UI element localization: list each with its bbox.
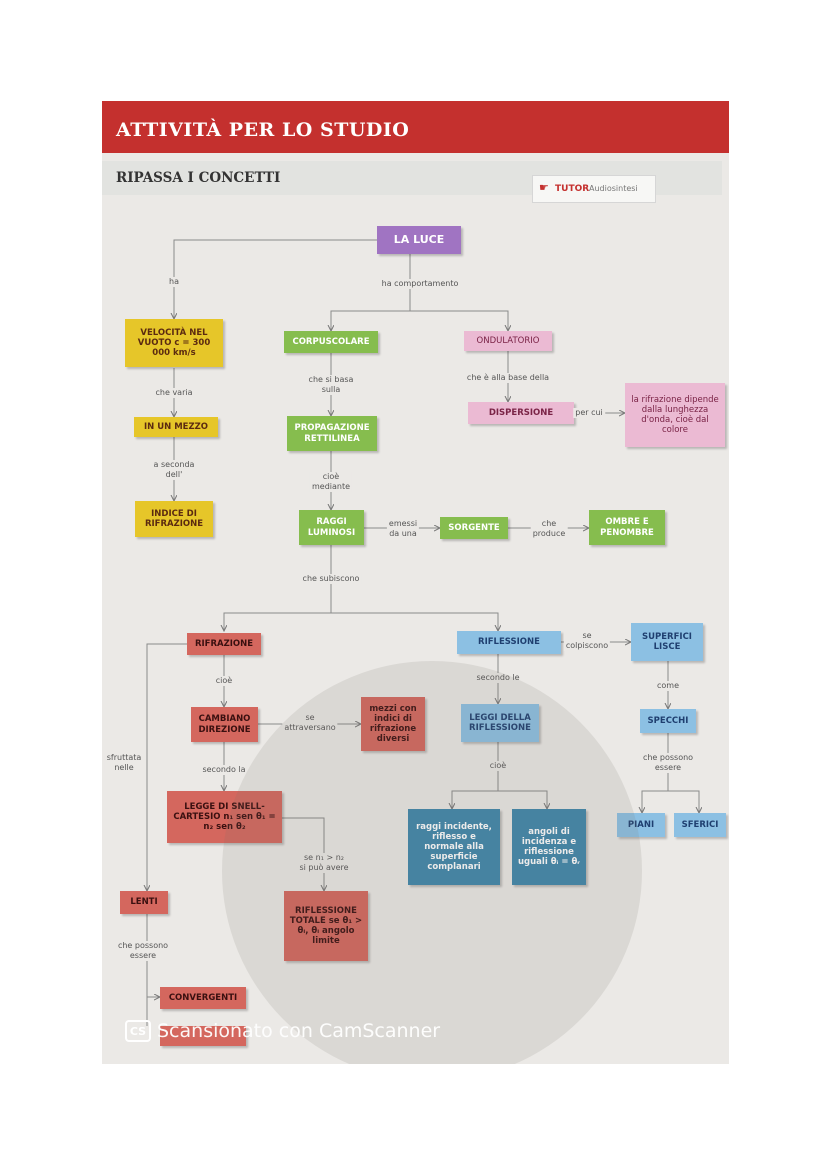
node-piani: PIANI: [617, 813, 665, 837]
node-la-luce: LA LUCE: [377, 226, 461, 254]
section-title: ATTIVITÀ PER LO STUDIO: [116, 119, 410, 141]
link-luce-velocita: [174, 239, 377, 319]
tutor-badge[interactable]: ☛ TUTOR Audiosintesi: [532, 175, 656, 203]
label-cioe-rifrazione: cioè: [213, 676, 235, 686]
node-snell-cartesio: LEGGE DI SNELL-CARTESIO n₁ sen θ₁ = n₂ s…: [167, 791, 282, 843]
node-rifrazione-colore: la rifrazione dipende dalla lunghezza d'…: [625, 383, 725, 447]
subsection-title: RIPASSA I CONCETTI: [116, 170, 281, 186]
label-che-possono-essere-specchi: che possono essere: [640, 753, 696, 773]
link-to-sferici: [668, 790, 699, 813]
node-ombre-penombre: OMBRE E PENOMBRE: [589, 510, 665, 545]
node-sferici: SFERICI: [674, 813, 726, 837]
audio-label: Audiosintesi: [589, 184, 638, 193]
node-lenti: LENTI: [120, 891, 168, 914]
label-che-si-basa: che si basa sulla: [306, 375, 356, 395]
node-velocita: VELOCITÀ NEL VUOTO c = 300 000 km/s: [125, 319, 223, 367]
camscanner-icon: CS: [125, 1020, 151, 1042]
node-riflessione: RIFLESSIONE: [457, 631, 561, 654]
link-rifrazione-lenti: [147, 643, 187, 891]
label-per-cui: per cui: [573, 408, 605, 418]
label-che-varia: che varia: [153, 388, 195, 398]
watermark-text: Scansionato con CamScanner: [157, 1020, 441, 1042]
node-dispersione: DISPERSIONE: [468, 402, 574, 424]
label-a-seconda: a seconda dell': [151, 460, 197, 480]
link-leggi-branch: [452, 742, 499, 809]
node-riflessione-totale: RIFLESSIONE TOTALE se θ₁ > θₗ, θₗ angolo…: [284, 891, 368, 961]
label-che-base: che è alla base della: [464, 373, 552, 383]
node-propagazione-rettilinea: PROPAGAZIONE RETTILINEA: [287, 416, 377, 451]
textbook-page: ATTIVITÀ PER LO STUDIO RIPASSA I CONCETT…: [102, 101, 729, 1064]
label-come: come: [654, 681, 682, 691]
node-cambiano-direzione: CAMBIANO DIREZIONE: [191, 707, 258, 742]
label-secondo-le: secondo le: [474, 673, 522, 683]
node-raggi-complanari: raggi incidente, riflesso e normale alla…: [408, 809, 500, 885]
node-ondulatorio: ONDULATORIO: [464, 331, 552, 351]
label-cioe-mediante: cioè mediante: [309, 472, 353, 492]
node-mezzi-indici: mezzi con indici di rifrazione diversi: [361, 697, 425, 751]
node-divergenti: [160, 1026, 246, 1046]
label-cioe-leggi: cioè: [487, 761, 509, 771]
label-secondo-la: secondo la: [200, 765, 248, 775]
link-to-riflessione: [331, 612, 498, 631]
node-superfici-lisce: SUPERFICI LISCE: [631, 623, 703, 661]
node-raggi-luminosi: RAGGI LUMINOSI: [299, 510, 364, 545]
node-in-un-mezzo: IN UN MEZZO: [134, 417, 218, 437]
label-emessi: emessi da una: [386, 519, 420, 539]
label-ha: ha: [167, 277, 181, 287]
label-ha-comportamento: ha comportamento: [379, 279, 461, 289]
tutor-label: TUTOR: [555, 184, 590, 194]
section-header: ATTIVITÀ PER LO STUDIO: [102, 101, 729, 153]
node-leggi-riflessione: LEGGI DELLA RIFLESSIONE: [461, 704, 539, 742]
node-rifrazione: RIFRAZIONE: [187, 633, 261, 655]
node-angoli-uguali: angoli di incidenza e riflessione uguali…: [512, 809, 586, 885]
label-che-subiscono: che subiscono: [300, 574, 362, 584]
node-specchi: SPECCHI: [640, 709, 696, 733]
label-se-attraversano: se attraversano: [282, 713, 338, 733]
label-che-possono-essere-lenti: che possono essere: [115, 941, 171, 961]
node-convergenti: CONVERGENTI: [160, 987, 246, 1009]
cursor-icon: ☛: [539, 181, 549, 194]
link-luce-comportamento: [331, 254, 411, 331]
link-to-angoli: [498, 790, 547, 809]
link-specchi-branch: [642, 733, 669, 813]
link-to-ondulatorio: [410, 310, 508, 331]
node-indice-rifrazione: INDICE DI RIFRAZIONE: [135, 501, 213, 537]
label-sfruttata: sfruttata nelle: [104, 753, 144, 773]
node-sorgente: SORGENTE: [440, 517, 508, 539]
link-raggi-branch: [224, 545, 332, 631]
label-che-produce: che produce: [530, 519, 568, 539]
label-se-colpiscono: se colpiscono: [563, 631, 611, 651]
label-se-n: se n₁ > n₂ si può avere: [297, 853, 351, 873]
node-corpuscolare: CORPUSCOLARE: [284, 331, 378, 353]
camscanner-watermark: CS Scansionato con CamScanner: [125, 1018, 440, 1044]
